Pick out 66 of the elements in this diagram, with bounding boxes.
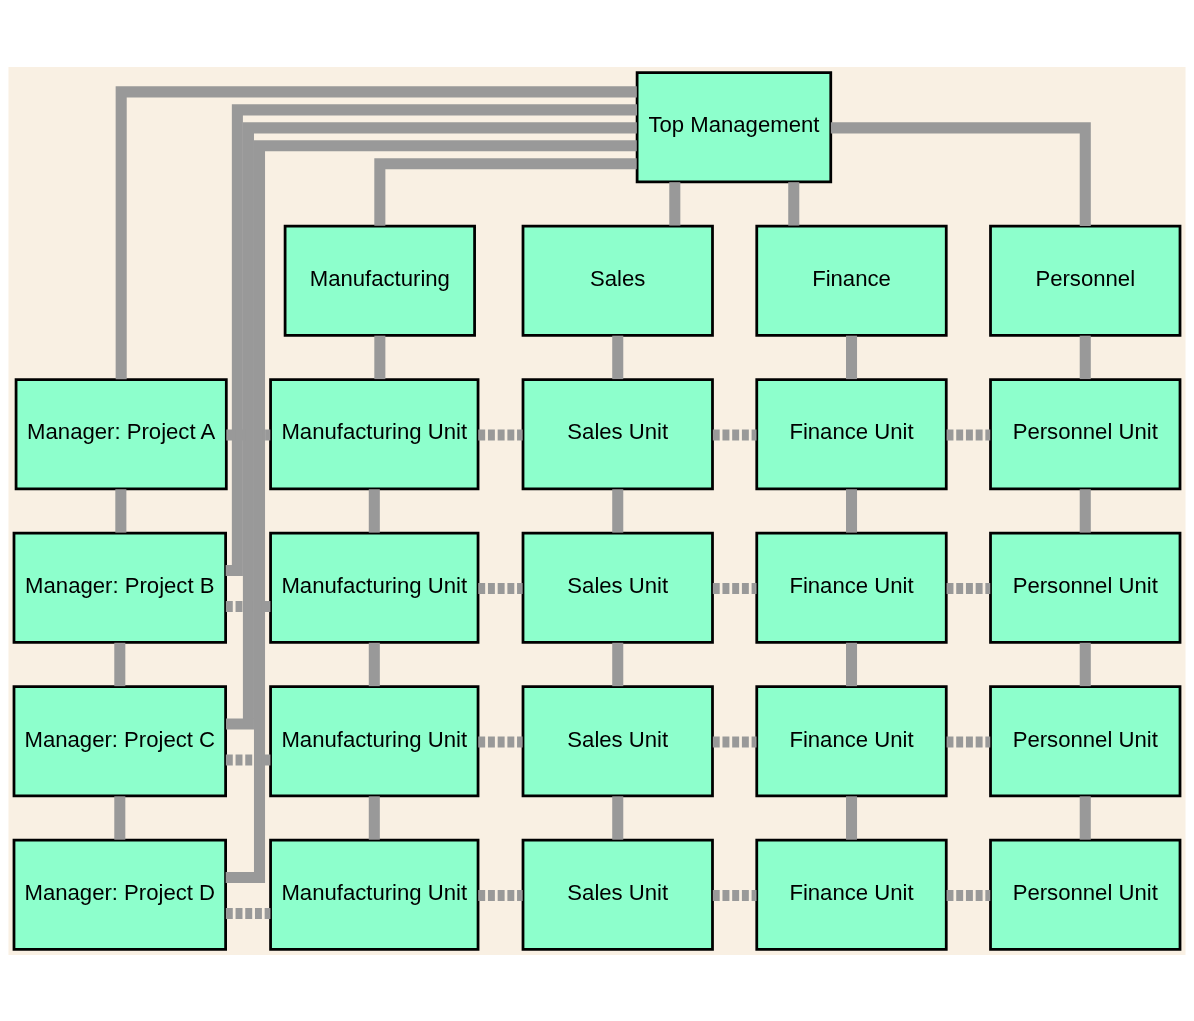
connector	[845, 642, 858, 686]
connector	[225, 600, 271, 612]
node-box: Personnel Unit	[989, 377, 1182, 490]
connector	[712, 735, 757, 748]
node-box: Manager: Project C	[12, 684, 227, 797]
connector	[845, 795, 858, 840]
connector	[368, 642, 380, 686]
connector	[226, 428, 271, 440]
connector	[478, 428, 523, 440]
connector	[1079, 488, 1091, 533]
node-box: Manufacturing Unit	[269, 684, 480, 797]
node-box: Manufacturing Unit	[269, 531, 480, 644]
node-box: Personnel	[989, 224, 1182, 337]
connector	[946, 582, 991, 594]
node-box: Top Management	[635, 70, 833, 183]
connector	[612, 488, 624, 533]
node-box: Finance Unit	[755, 531, 948, 644]
connector	[946, 889, 991, 901]
node-box: Finance Unit	[755, 684, 948, 797]
connector	[612, 795, 624, 840]
connector	[114, 642, 126, 686]
connector	[845, 488, 858, 533]
connector	[115, 488, 127, 533]
connector	[225, 907, 271, 919]
connector	[478, 582, 523, 594]
connector	[374, 335, 386, 379]
connector	[114, 795, 126, 840]
node-box: Sales	[521, 224, 714, 337]
connector	[1079, 795, 1091, 840]
node-box: Manager: Project A	[14, 377, 228, 490]
node-box: Manufacturing	[283, 224, 476, 337]
node-box: Personnel Unit	[989, 531, 1182, 644]
node-box: Finance Unit	[755, 377, 948, 490]
node-box: Sales Unit	[521, 684, 714, 797]
connector	[669, 181, 681, 226]
connector	[1079, 642, 1091, 686]
node-box: Manufacturing Unit	[269, 838, 480, 951]
node-box: Personnel Unit	[989, 838, 1182, 951]
connector	[478, 889, 523, 901]
connector	[478, 735, 523, 748]
node-box: Sales Unit	[521, 531, 714, 644]
node-box: Manager: Project D	[12, 838, 227, 951]
connector	[845, 335, 858, 379]
connector	[712, 889, 757, 901]
connector	[225, 103, 637, 576]
connector	[830, 121, 1091, 226]
connector	[225, 753, 271, 765]
node-box: Manufacturing Unit	[269, 377, 480, 490]
connector	[612, 335, 624, 379]
connector	[368, 795, 380, 840]
connector	[115, 85, 637, 379]
node-box: Manager: Project B	[12, 531, 227, 644]
connector	[712, 582, 757, 594]
node-box: Personnel Unit	[989, 684, 1182, 797]
connector	[788, 181, 800, 226]
connector	[712, 428, 757, 440]
node-box: Sales Unit	[521, 838, 714, 951]
connector	[368, 488, 380, 533]
connector	[612, 642, 624, 686]
node-box: Finance	[755, 224, 948, 337]
connector	[374, 157, 637, 226]
node-box: Finance Unit	[755, 838, 948, 951]
node-box: Sales Unit	[521, 377, 714, 490]
connector	[1079, 335, 1091, 379]
connector	[946, 428, 991, 440]
connector	[946, 735, 991, 748]
